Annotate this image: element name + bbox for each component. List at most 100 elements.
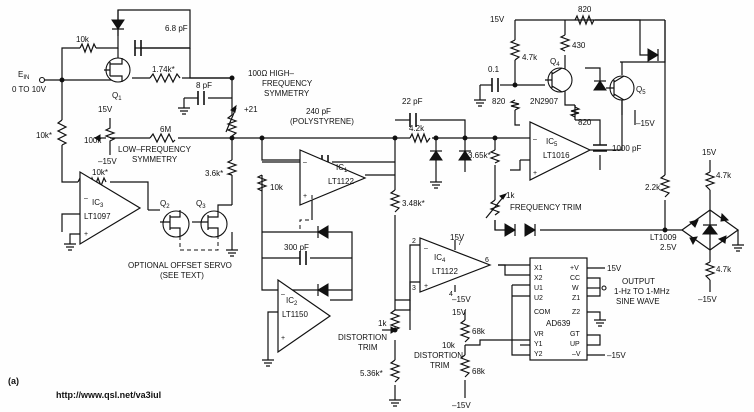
resistor-3-65k <box>489 149 501 164</box>
resistor-2-2k <box>659 174 671 198</box>
hf-sym-1: 100Ω HIGH– <box>248 69 295 78</box>
svg-text:COM: COM <box>534 309 551 316</box>
pot-1k-distortion <box>389 309 401 331</box>
resistor-68k-b <box>459 354 471 378</box>
label-15v-top: 15V <box>490 15 505 24</box>
svg-text:+: + <box>424 283 428 290</box>
lf-sym-2: SYMMETRY <box>132 155 178 164</box>
svg-text:+V: +V <box>570 265 579 272</box>
opamp-ic3 <box>79 170 142 246</box>
label-2-2k: 2.2k <box>645 183 661 192</box>
label-15v-dt2: 15V <box>452 308 467 317</box>
resistor-820-q5 <box>569 105 581 118</box>
dist-trim2-2: TRIM <box>430 361 450 370</box>
label-q2: Q2 <box>160 199 170 210</box>
label-2-5v: 2.5V <box>660 243 677 252</box>
pot-100ohm-hf <box>226 114 238 137</box>
resistor-4-7k-top <box>509 39 521 61</box>
svg-text:–: – <box>303 159 307 166</box>
svg-text:U1: U1 <box>534 285 543 292</box>
svg-text:GT: GT <box>570 331 580 338</box>
diodes <box>111 10 740 297</box>
label-4-7k-top: 4.7k <box>522 53 538 62</box>
fet-q2 <box>162 210 190 238</box>
resistor-430 <box>559 34 571 52</box>
label-ic5: IC5 <box>546 137 558 148</box>
label-10k-mid: 10k <box>270 183 284 192</box>
svg-text:Z1: Z1 <box>572 295 580 302</box>
resistor-5-36k <box>389 359 401 383</box>
label-ic2: IC2 <box>286 296 298 307</box>
resistor-10k-top <box>79 42 97 54</box>
svg-text:Y2: Y2 <box>534 351 543 358</box>
potentiometers <box>94 104 508 346</box>
svg-text:+: + <box>84 231 88 238</box>
wiring <box>38 9 739 400</box>
ground-symbols <box>64 99 744 407</box>
label-820-q5: 820 <box>578 118 592 127</box>
label-q5: Q5 <box>636 85 646 96</box>
label-5-36k: 5.36k* <box>360 369 383 378</box>
output-1: OUTPUT <box>622 277 655 286</box>
input-label: EIN <box>18 70 29 81</box>
svg-text:7: 7 <box>458 240 462 247</box>
label-m15v-q5: –15V <box>636 119 655 128</box>
transistors <box>104 57 635 238</box>
label-ic1: IC1 <box>336 163 348 174</box>
fet-q3 <box>200 210 228 238</box>
label-ic1-part: LT1122 <box>328 177 354 186</box>
capacitor-1000pf <box>593 144 607 152</box>
label-1-74k: 1.74k* <box>152 65 175 74</box>
resistor-3-6k <box>225 159 238 176</box>
svg-text:3: 3 <box>412 285 416 292</box>
label-ic3: IC3 <box>92 198 104 209</box>
capacitors <box>134 40 607 265</box>
label-4-2k: 4.2k <box>409 124 425 133</box>
label-ic4-15v: 15V <box>450 233 465 242</box>
label-10k-left: 10k* <box>36 131 52 140</box>
output-terminal <box>601 285 607 291</box>
svg-text:–: – <box>533 136 537 143</box>
svg-text:X2: X2 <box>534 275 543 282</box>
label-m15v-dt2: –15V <box>452 401 471 410</box>
label-q4: Q4 <box>550 57 560 68</box>
dist-trim1-1: DISTORTION <box>338 333 387 342</box>
opamp-ic4 <box>419 237 492 293</box>
offset-1: OPTIONAL OFFSET SERVO <box>128 261 232 270</box>
svg-text:+: + <box>533 170 537 177</box>
capacitor-300pf <box>299 251 307 265</box>
label-ic4-part: LT1122 <box>432 267 458 276</box>
svg-text:Z2: Z2 <box>572 309 580 316</box>
label-ic5-part: LT1016 <box>543 151 570 160</box>
label-lt1009: LT1009 <box>650 233 677 242</box>
svg-text:+: + <box>281 335 285 342</box>
output-3: SINE WAVE <box>616 297 660 306</box>
label-1000pf: 1000 pF <box>612 144 641 153</box>
label-10k-ic3: 10k* <box>92 168 108 177</box>
label-300pf: 300 pF <box>284 243 309 252</box>
label-ad639-15v: 15V <box>607 264 622 273</box>
label-q1: Q1 <box>112 91 122 102</box>
dist-trim2-1: DISTORTION <box>414 351 463 360</box>
svg-text:–V: –V <box>572 351 581 358</box>
label-68k-a: 68k <box>472 327 486 336</box>
source-url: http://www.qsl.net/va3iul <box>56 390 161 400</box>
capacitor-0-1 <box>491 78 499 92</box>
label-ic4-m15v: –15V <box>452 295 471 304</box>
svg-text:U2: U2 <box>534 295 543 302</box>
resistor-820-top <box>574 14 595 26</box>
label-430: 430 <box>572 41 586 50</box>
capacitor-22pf <box>409 113 417 127</box>
resistor-4-7k-r2 <box>704 261 716 281</box>
label-4-7k-r1: 4.7k <box>716 171 732 180</box>
svg-text:–: – <box>84 195 88 202</box>
label-polystyrene: (POLYSTYRENE) <box>290 117 354 126</box>
input-terminal <box>38 76 46 84</box>
label-0-1: 0.1 <box>488 65 500 74</box>
hf-sym-2: FREQUENCY <box>262 79 313 88</box>
svg-text:CC: CC <box>570 275 580 282</box>
ad639-chip <box>529 257 588 361</box>
svg-text:VR: VR <box>534 331 544 338</box>
opamp-ic2 <box>277 278 332 354</box>
dist-trim1-2: TRIM <box>358 343 378 352</box>
